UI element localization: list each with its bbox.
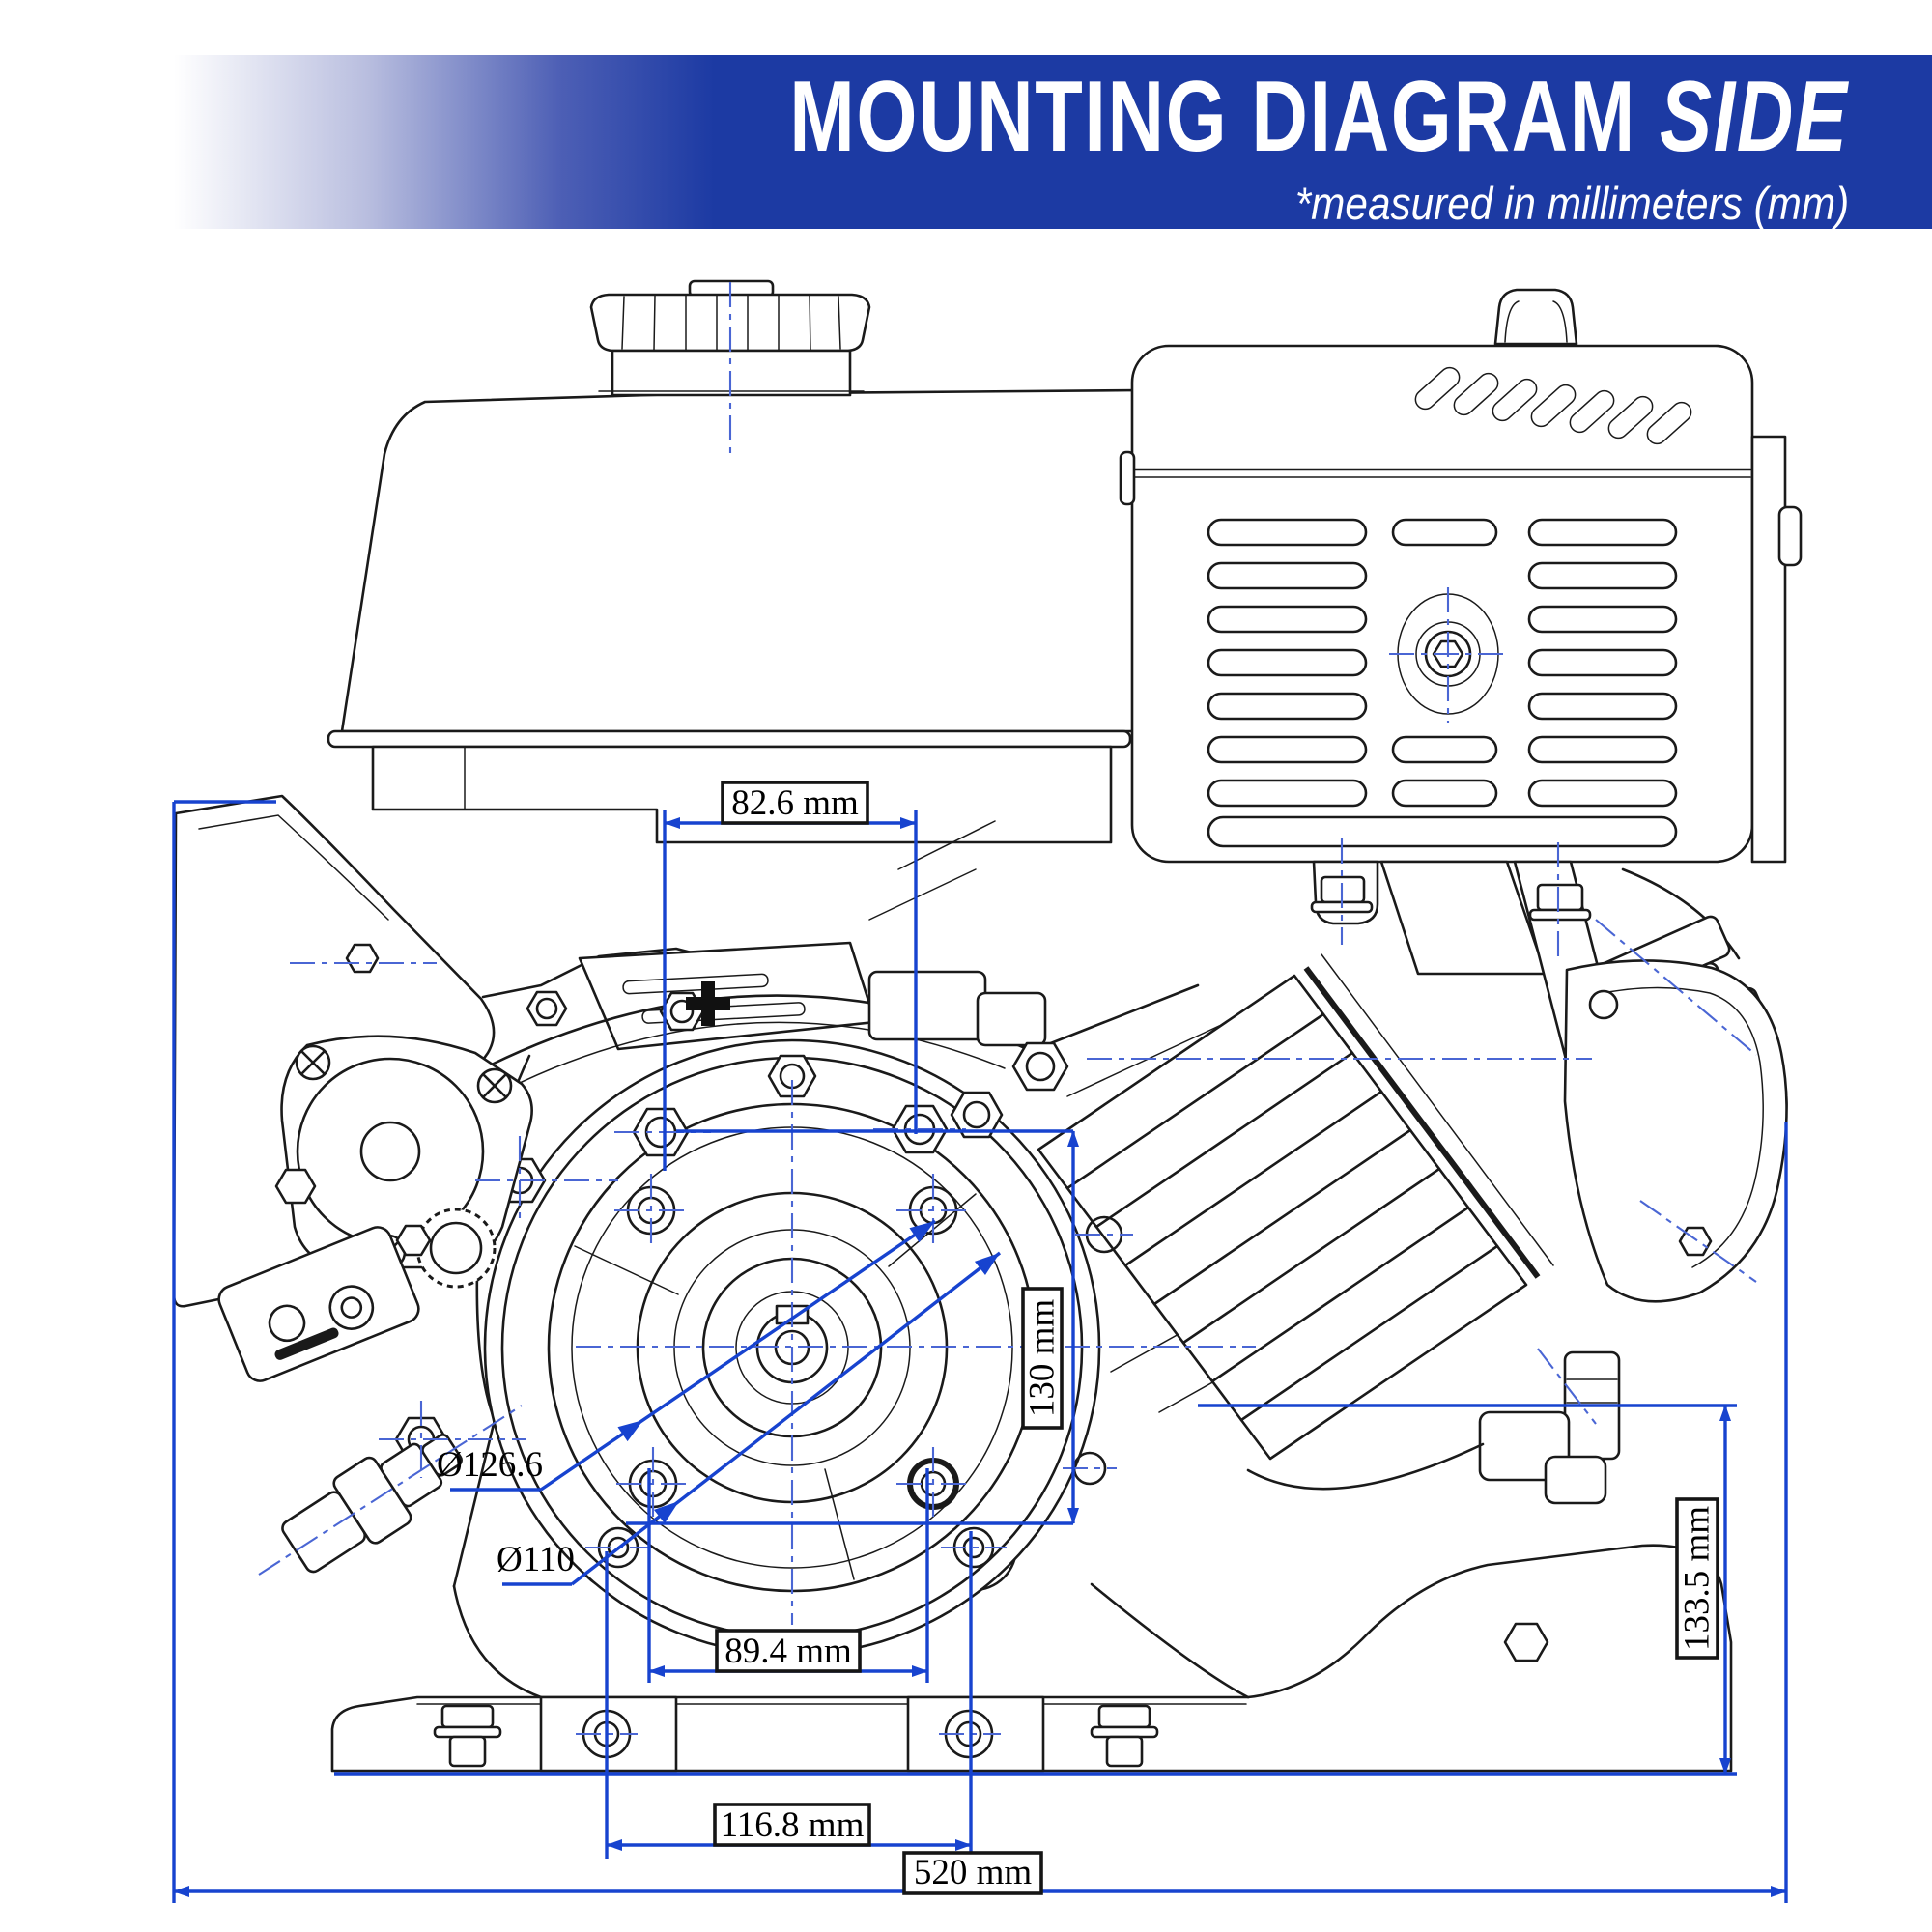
dimension-label: Ø126.6 <box>437 1445 543 1485</box>
page-title-row: MOUNTING DIAGRAM SIDE <box>0 67 1849 167</box>
foot-bolt-left <box>433 1704 502 1768</box>
oil-drain-plug <box>281 1434 463 1574</box>
muffler-cap <box>1493 288 1578 346</box>
dimension-label: 116.8 mm <box>721 1805 865 1845</box>
dimension-label: 89.4 mm <box>724 1632 852 1671</box>
fuel-tank <box>327 388 1142 844</box>
dimension-89-4-mm: 89.4 mm <box>647 1468 929 1683</box>
muffler-lid-vents <box>1414 366 1692 445</box>
centerlines <box>258 282 1757 1736</box>
page-title-emphasis: SIDE <box>1660 61 1849 173</box>
dimension-label-box <box>1675 1497 1719 1660</box>
datum-cross-marker <box>686 981 730 1026</box>
dimension-dia-110: Ø110 <box>497 1251 1002 1586</box>
oil-sensor <box>217 1226 420 1382</box>
dimension-label-box <box>1021 1287 1064 1430</box>
dimension-116-8-mm: 116.8 mm <box>605 1531 973 1859</box>
dimension-133-5-mm: 133.5 mm <box>334 1404 1737 1776</box>
muffler-face-vents <box>1207 518 1678 848</box>
header-banner: MOUNTING DIAGRAM SIDE *measured in milli… <box>0 55 1932 229</box>
dimension-130-mm: 130 mm <box>626 1129 1079 1525</box>
dimension-dia-126-6: Ø126.6 <box>437 1219 936 1492</box>
dimension-label: 133.5 mm <box>1678 1506 1718 1651</box>
header-subtitle: *measured in millimeters (mm) <box>1294 178 1849 229</box>
dimension-82-6-mm: 82.6 mm <box>663 781 918 1171</box>
engine-drawing <box>172 279 1803 1773</box>
head-cover <box>1563 959 1788 1303</box>
dimension-label-box <box>715 1629 862 1673</box>
dimension-label-box <box>713 1803 871 1847</box>
control-bracket <box>452 820 1384 1413</box>
dimension-label-box <box>902 1851 1043 1895</box>
dimension-label-box <box>721 781 869 825</box>
spark-plug-wire <box>1246 1442 1485 1491</box>
foot-bolt-right <box>1090 1704 1159 1768</box>
fuel-cap-knurling <box>621 294 841 352</box>
dimension-label: 130 mm <box>1023 1299 1063 1418</box>
muffler <box>1119 288 1803 864</box>
dimension-label: 520 mm <box>914 1853 1033 1892</box>
dimension-520-mm: 520 mm <box>172 800 1788 1903</box>
starter-pinion-gear <box>415 1208 497 1289</box>
cylinder-fins <box>867 953 1554 1461</box>
dimension-label: Ø110 <box>497 1540 575 1579</box>
starter-motor <box>217 1035 533 1382</box>
dimension-label: 82.6 mm <box>731 783 859 823</box>
page-title: MOUNTING DIAGRAM <box>789 61 1637 173</box>
